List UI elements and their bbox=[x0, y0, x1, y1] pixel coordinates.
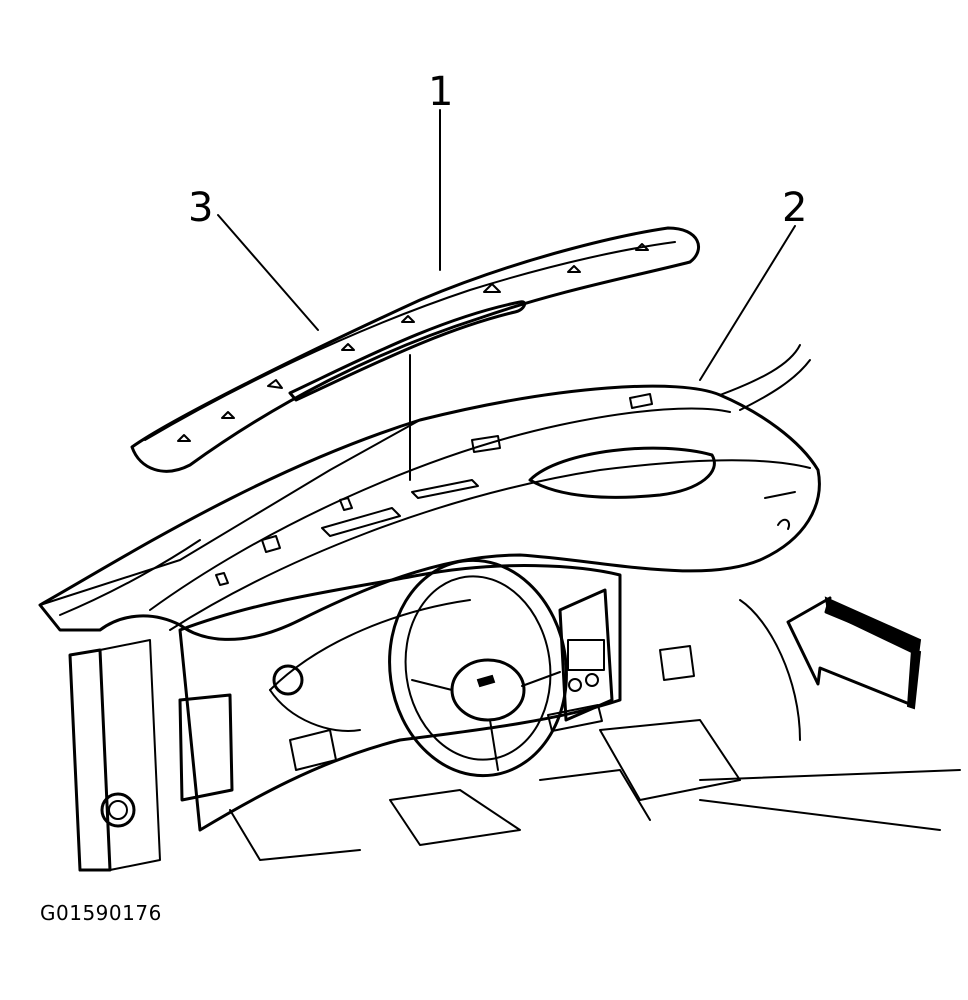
leader-lines bbox=[217, 109, 796, 481]
arrow-left-icon bbox=[786, 596, 922, 710]
callout-2: 2 bbox=[782, 185, 808, 231]
callout-3: 3 bbox=[188, 185, 214, 231]
upper-trim-panel bbox=[130, 226, 701, 473]
callout-1: 1 bbox=[428, 69, 454, 115]
dashboard-body bbox=[38, 344, 961, 872]
figure-id-label: G01590176 bbox=[40, 901, 162, 925]
steering-wheel bbox=[388, 558, 568, 778]
